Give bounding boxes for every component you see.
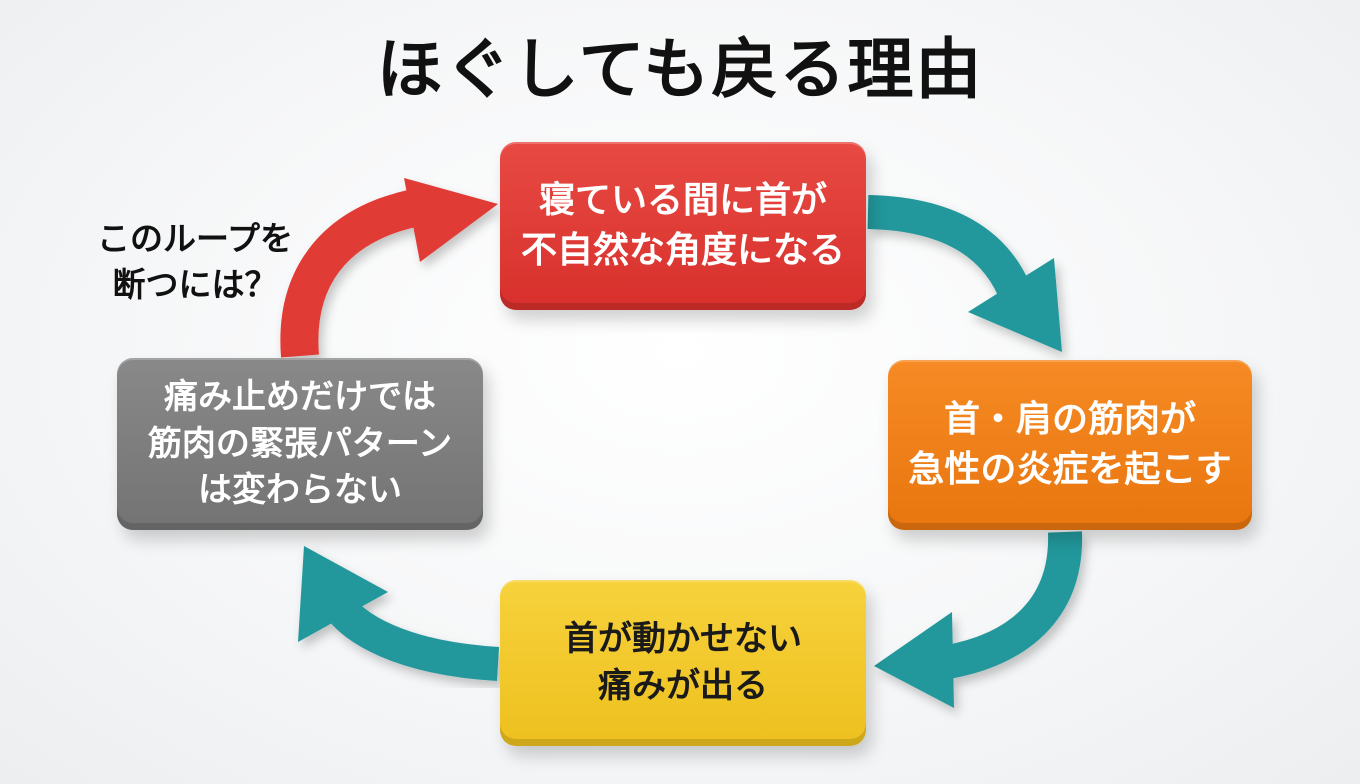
- cycle-node-left-label: 痛み止めだけでは 筋肉の緊張パターン は変わらない: [147, 376, 453, 511]
- cycle-node-top: 寝ている間に首が 不自然な角度になる: [500, 142, 866, 310]
- arrow-head: [404, 178, 498, 262]
- arrow-head: [298, 546, 388, 642]
- arrow-top-to-right: [867, 195, 1062, 352]
- loop-question: このループを 断つには？: [96, 219, 294, 304]
- page-title: ほぐしても戻る理由: [376, 31, 984, 108]
- cycle-node-bottom: 首が動かせない 痛みが出る: [500, 580, 866, 746]
- arrow-head: [874, 612, 954, 708]
- cycle-node-right-label: 首・肩の筋肉が 急性の炎症を起こす: [908, 399, 1232, 490]
- arrow-shaft: [280, 189, 419, 358]
- arrow-shaft: [944, 531, 1083, 679]
- cycle-node-bottom-label: 首が動かせない 痛みが出る: [564, 619, 802, 706]
- arrow-right-to-bottom: [874, 531, 1083, 708]
- cycle-node-top-label: 寝ている間に首が 不自然な角度になる: [520, 180, 845, 271]
- arrow-shaft: [867, 195, 1035, 307]
- arrow-bottom-to-left: [298, 546, 500, 681]
- arrow-head: [968, 258, 1062, 352]
- arrow-left-to-top: [280, 178, 498, 358]
- cycle-node-right: 首・肩の筋肉が 急性の炎症を起こす: [888, 360, 1252, 530]
- arrow-shaft: [321, 592, 500, 681]
- cycle-node-left: 痛み止めだけでは 筋肉の緊張パターン は変わらない: [117, 358, 483, 530]
